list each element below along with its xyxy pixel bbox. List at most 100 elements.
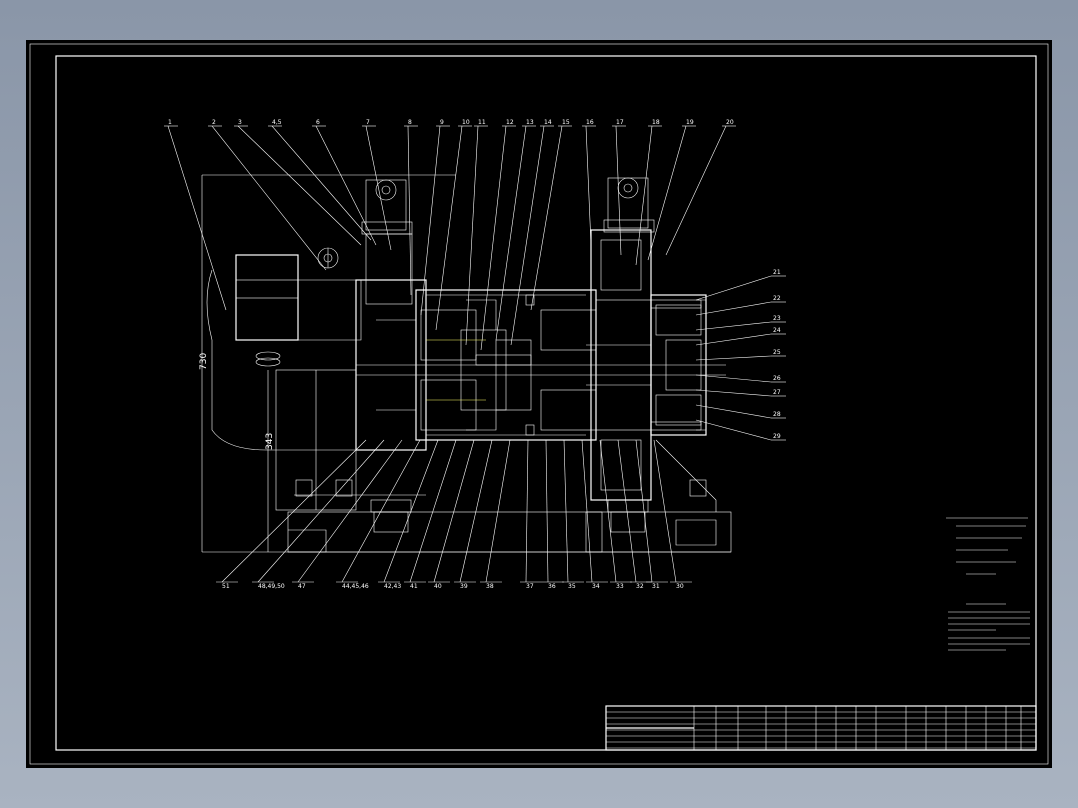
part-label: 24 xyxy=(773,327,781,334)
leader-line xyxy=(695,275,772,301)
part-label: 9 xyxy=(440,119,444,126)
left-support xyxy=(275,369,603,553)
part-label: 34 xyxy=(592,583,600,590)
leader-line xyxy=(459,439,493,583)
tech-notes-2 xyxy=(948,603,1030,651)
leader-line xyxy=(257,439,385,583)
leader-line xyxy=(510,125,545,346)
part-label: 48,49,50 xyxy=(258,583,285,590)
leader-line xyxy=(530,125,563,311)
part-label: 31 xyxy=(652,583,660,590)
leader-line xyxy=(585,125,592,246)
outer-frame xyxy=(29,43,1049,765)
leader-line xyxy=(341,439,421,583)
part-label: 42,43 xyxy=(384,583,401,590)
leader-line xyxy=(695,419,772,441)
leader-line xyxy=(237,125,362,246)
part-label: 21 xyxy=(773,269,781,276)
leader-line xyxy=(407,125,412,296)
leader-line xyxy=(383,439,439,583)
part-label: 20 xyxy=(726,119,734,126)
inner-frame xyxy=(55,55,1037,751)
right-support xyxy=(585,439,732,553)
part-label: 47 xyxy=(298,583,306,590)
leader-line xyxy=(635,125,653,266)
part-label: 3 xyxy=(238,119,242,126)
leader-line xyxy=(167,125,227,311)
part-label: 19 xyxy=(686,119,694,126)
leader-line xyxy=(695,404,772,419)
part-label: 15 xyxy=(562,119,570,126)
leader-line xyxy=(599,439,617,583)
leader-line xyxy=(695,333,772,346)
part-label: 32 xyxy=(636,583,644,590)
part-label: 39 xyxy=(460,583,468,590)
leader-line xyxy=(297,439,403,583)
leader-line xyxy=(635,439,653,583)
part-label: 44,45,46 xyxy=(342,583,369,590)
leader-line xyxy=(409,439,457,583)
title-block xyxy=(605,705,1037,751)
part-label: 51 xyxy=(222,583,230,590)
part-label: 23 xyxy=(773,315,781,322)
part-label: 2 xyxy=(212,119,216,126)
leader-line xyxy=(695,301,772,316)
part-label: 7 xyxy=(366,119,370,126)
leader-line xyxy=(617,439,637,583)
leader-line xyxy=(615,125,622,256)
leader-line xyxy=(563,439,569,583)
leader-line xyxy=(315,125,377,246)
part-label: 36 xyxy=(548,583,556,590)
leader-line xyxy=(271,125,372,241)
motor xyxy=(206,247,362,451)
leader-line xyxy=(211,125,327,271)
part-label: 18 xyxy=(652,119,660,126)
dimension-center: 343 xyxy=(265,370,275,552)
part-label: 8 xyxy=(408,119,412,126)
tech-notes-1 xyxy=(946,517,1028,575)
leader-line xyxy=(465,125,479,346)
leader-line xyxy=(480,125,507,351)
drawing-sheet: 730 343 xyxy=(26,40,1052,768)
part-label: 27 xyxy=(773,389,781,396)
part-label: 22 xyxy=(773,295,781,302)
part-label: 25 xyxy=(773,349,781,356)
leader-line xyxy=(695,374,772,383)
leader-line xyxy=(433,439,475,583)
leader-line xyxy=(653,439,677,583)
leaders-bottom: 51 48,49,50 47 44,45,46 42,43 41 40 39 38 37 36 35 3… xyxy=(216,439,692,590)
part-label: 10 xyxy=(462,119,470,126)
leader-line xyxy=(525,439,529,583)
leader-line xyxy=(495,125,527,341)
part-label: 33 xyxy=(616,583,624,590)
part-label: 17 xyxy=(616,119,624,126)
part-label: 29 xyxy=(773,433,781,440)
leader-line xyxy=(545,439,549,583)
leader-line xyxy=(695,355,772,361)
leader-line xyxy=(221,439,367,583)
part-label: 14 xyxy=(544,119,552,126)
part-label: 38 xyxy=(486,583,494,590)
part-label: 11 xyxy=(478,119,486,126)
dim-center-height: 343 xyxy=(265,433,275,450)
part-label: 41 xyxy=(410,583,418,590)
part-label: 40 xyxy=(434,583,442,590)
gear-housing xyxy=(586,229,707,501)
leader-line xyxy=(365,125,392,251)
part-label: 4,5 xyxy=(272,119,282,126)
right-hanger xyxy=(603,177,655,533)
part-label: 35 xyxy=(568,583,576,590)
part-label: 13 xyxy=(526,119,534,126)
drum-body xyxy=(355,279,726,451)
leader-line xyxy=(581,439,593,583)
leader-line xyxy=(420,125,441,316)
part-label: 30 xyxy=(676,583,684,590)
leader-line xyxy=(485,439,511,583)
part-label: 37 xyxy=(526,583,534,590)
leader-line xyxy=(665,125,727,256)
part-label: 26 xyxy=(773,375,781,382)
leader-line xyxy=(435,125,463,331)
part-label: 6 xyxy=(316,119,320,126)
